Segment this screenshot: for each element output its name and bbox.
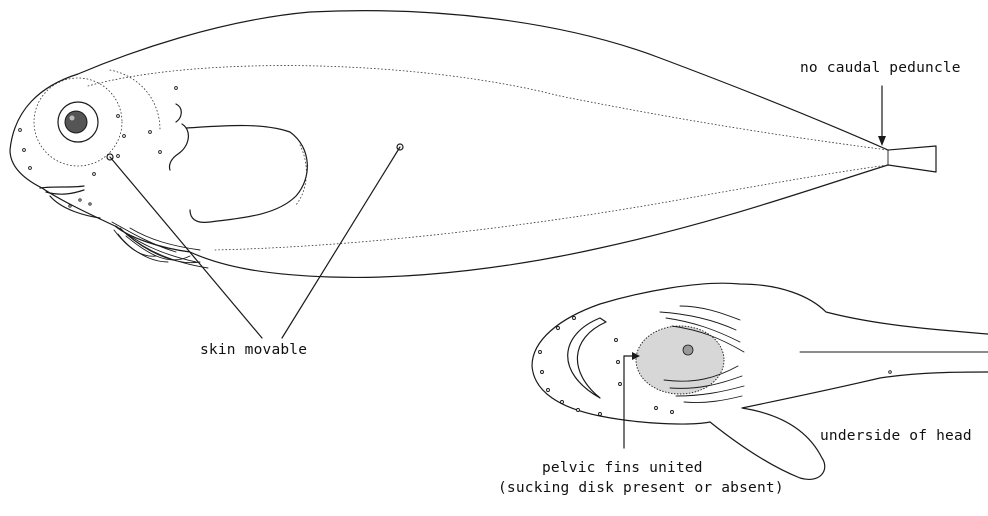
disk-center: [683, 345, 693, 355]
pectoral-fin-dotted-edge: [296, 145, 306, 205]
skin-leader-line-1: [110, 157, 262, 338]
gill-opening: [169, 104, 188, 170]
pectoral-fin: [186, 126, 307, 223]
label-underside-of-head: underside of head: [820, 428, 972, 444]
skin-leader-line-2: [282, 147, 400, 338]
eye-highlight: [70, 116, 75, 121]
mouth: [40, 186, 84, 194]
head-pores: [19, 87, 178, 208]
eye-pupil: [65, 111, 87, 133]
anal-fin-base: [215, 165, 888, 250]
underside-mouth: [568, 318, 606, 398]
underside-outline: [532, 283, 988, 479]
caudal-arrow-head: [878, 136, 886, 146]
label-sucking-disk: (sucking disk present or absent): [498, 480, 784, 496]
pelvic-fin-rays: [112, 222, 208, 268]
label-pelvic-fins-united: pelvic fins united: [542, 460, 703, 476]
label-no-caudal-peduncle: no caudal peduncle: [800, 60, 961, 76]
label-skin-movable: skin movable: [200, 342, 307, 358]
head-contour-dotted: [110, 70, 160, 130]
dorsal-fin-base: [88, 66, 888, 150]
underside-head-view: [532, 283, 988, 479]
fish-lateral-view: [10, 11, 936, 278]
